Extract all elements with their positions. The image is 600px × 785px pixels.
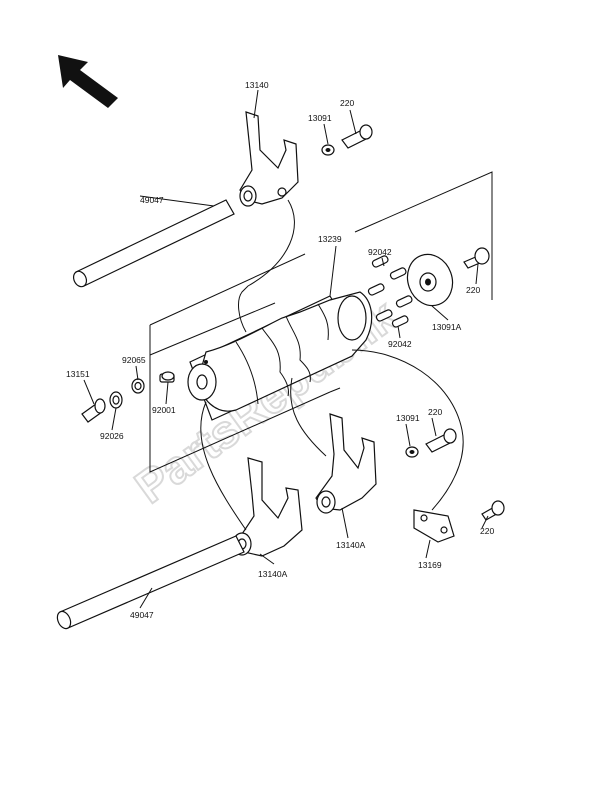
label-drum: 13239 xyxy=(318,234,342,244)
reference-frame xyxy=(149,171,493,473)
bolt-mid xyxy=(425,428,457,453)
label-pins-lower: 92042 xyxy=(388,339,412,349)
shift-drum xyxy=(187,291,373,421)
label-pins-upper: 92042 xyxy=(368,247,392,257)
label-holder: 13169 xyxy=(418,560,442,570)
holder-plate xyxy=(413,509,455,543)
label-plate: 13091A xyxy=(432,322,462,332)
label-holder-bolt: 220 xyxy=(480,526,494,536)
label-fork-left: 13140A xyxy=(258,569,288,579)
label-bolt-mid: 220 xyxy=(428,407,442,417)
label-shaft-top: 49047 xyxy=(140,195,164,205)
label-bolt-top: 220 xyxy=(340,98,354,108)
washer xyxy=(131,378,145,394)
label-shaft-bottom: 49047 xyxy=(130,610,154,620)
label-switch: 13151 xyxy=(66,369,90,379)
pin-top xyxy=(321,144,335,156)
guide-curves xyxy=(200,199,493,531)
bolt-top xyxy=(341,124,373,149)
label-pin-mid: 13091 xyxy=(396,413,420,423)
label-pin-top: 13091 xyxy=(308,113,332,123)
label-pin-rod: 92001 xyxy=(152,405,176,415)
shift-fork-top xyxy=(239,111,299,207)
holder-bolt xyxy=(481,500,505,521)
shift-rod-bottom xyxy=(56,535,245,630)
label-fork-right: 13140A xyxy=(336,540,366,550)
neutral-switch xyxy=(81,398,106,423)
drum-pins xyxy=(367,255,413,328)
label-shift-fork-top: 13140 xyxy=(245,80,269,90)
label-plate-bolt: 220 xyxy=(466,285,480,295)
shift-rod-top xyxy=(72,199,235,288)
shift-fork-right xyxy=(315,413,377,514)
front-arrow-icon xyxy=(58,55,118,108)
ring xyxy=(109,391,123,409)
plate-bolt xyxy=(463,247,490,269)
label-ring: 92026 xyxy=(100,431,124,441)
label-washer: 92065 xyxy=(122,355,146,365)
pin-rod xyxy=(159,371,175,383)
leader-lines xyxy=(83,89,489,609)
shift-fork-left xyxy=(232,457,303,557)
drum-plate xyxy=(406,253,454,307)
pin-mid xyxy=(405,446,419,458)
